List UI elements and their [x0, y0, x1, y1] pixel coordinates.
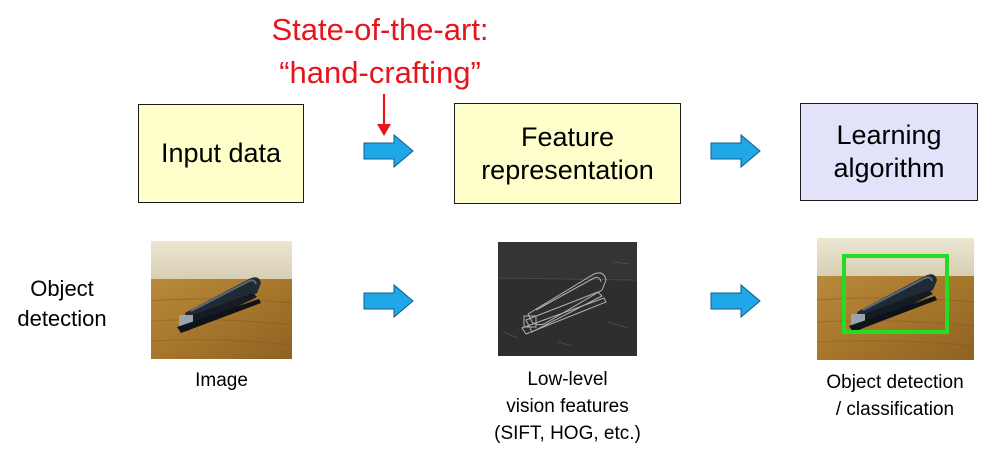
features-caption-line-3: (SIFT, HOG, etc.): [494, 423, 641, 444]
right-arrow-icon: [363, 133, 415, 169]
features-caption-line-1: Low-level: [527, 369, 608, 390]
features-caption-line-2: vision features: [506, 396, 629, 417]
learning-label-line-1: Learning: [836, 120, 942, 150]
row-label: Object detection: [0, 274, 124, 334]
feature-label-line-1: Feature: [520, 121, 615, 152]
image-caption-text: Image: [195, 370, 248, 391]
input-data-label: Input data: [160, 138, 282, 168]
feature-label-line-2: representation: [481, 154, 654, 185]
row-label-line-2: detection: [17, 306, 107, 331]
annotation-text: State-of-the-art: “hand-crafting”: [230, 8, 530, 94]
result-caption: Object detection / classification: [790, 369, 1000, 423]
feature-representation-box: Feature representation: [454, 103, 681, 204]
detection-bounding-box: [842, 254, 949, 334]
feature-edges-image: [498, 242, 637, 356]
annotation-line-1: State-of-the-art:: [271, 12, 489, 47]
row-label-line-1: Object: [30, 276, 94, 301]
result-caption-line-1: Object detection: [826, 372, 964, 393]
right-arrow-icon: [710, 133, 762, 169]
image-caption: Image: [151, 367, 292, 394]
input-data-box: Input data: [138, 104, 304, 203]
detection-result-image: [817, 238, 974, 360]
result-caption-line-2: / classification: [835, 399, 955, 420]
features-caption: Low-level vision features (SIFT, HOG, et…: [450, 366, 685, 447]
right-arrow-icon: [710, 283, 762, 319]
stapler-image: [151, 241, 292, 359]
right-arrow-icon: [363, 283, 415, 319]
learning-algorithm-box: Learning algorithm: [800, 103, 978, 201]
learning-label-line-2: algorithm: [833, 153, 945, 183]
down-arrow-icon: [376, 94, 392, 138]
annotation-line-2: “hand-crafting”: [279, 55, 481, 90]
